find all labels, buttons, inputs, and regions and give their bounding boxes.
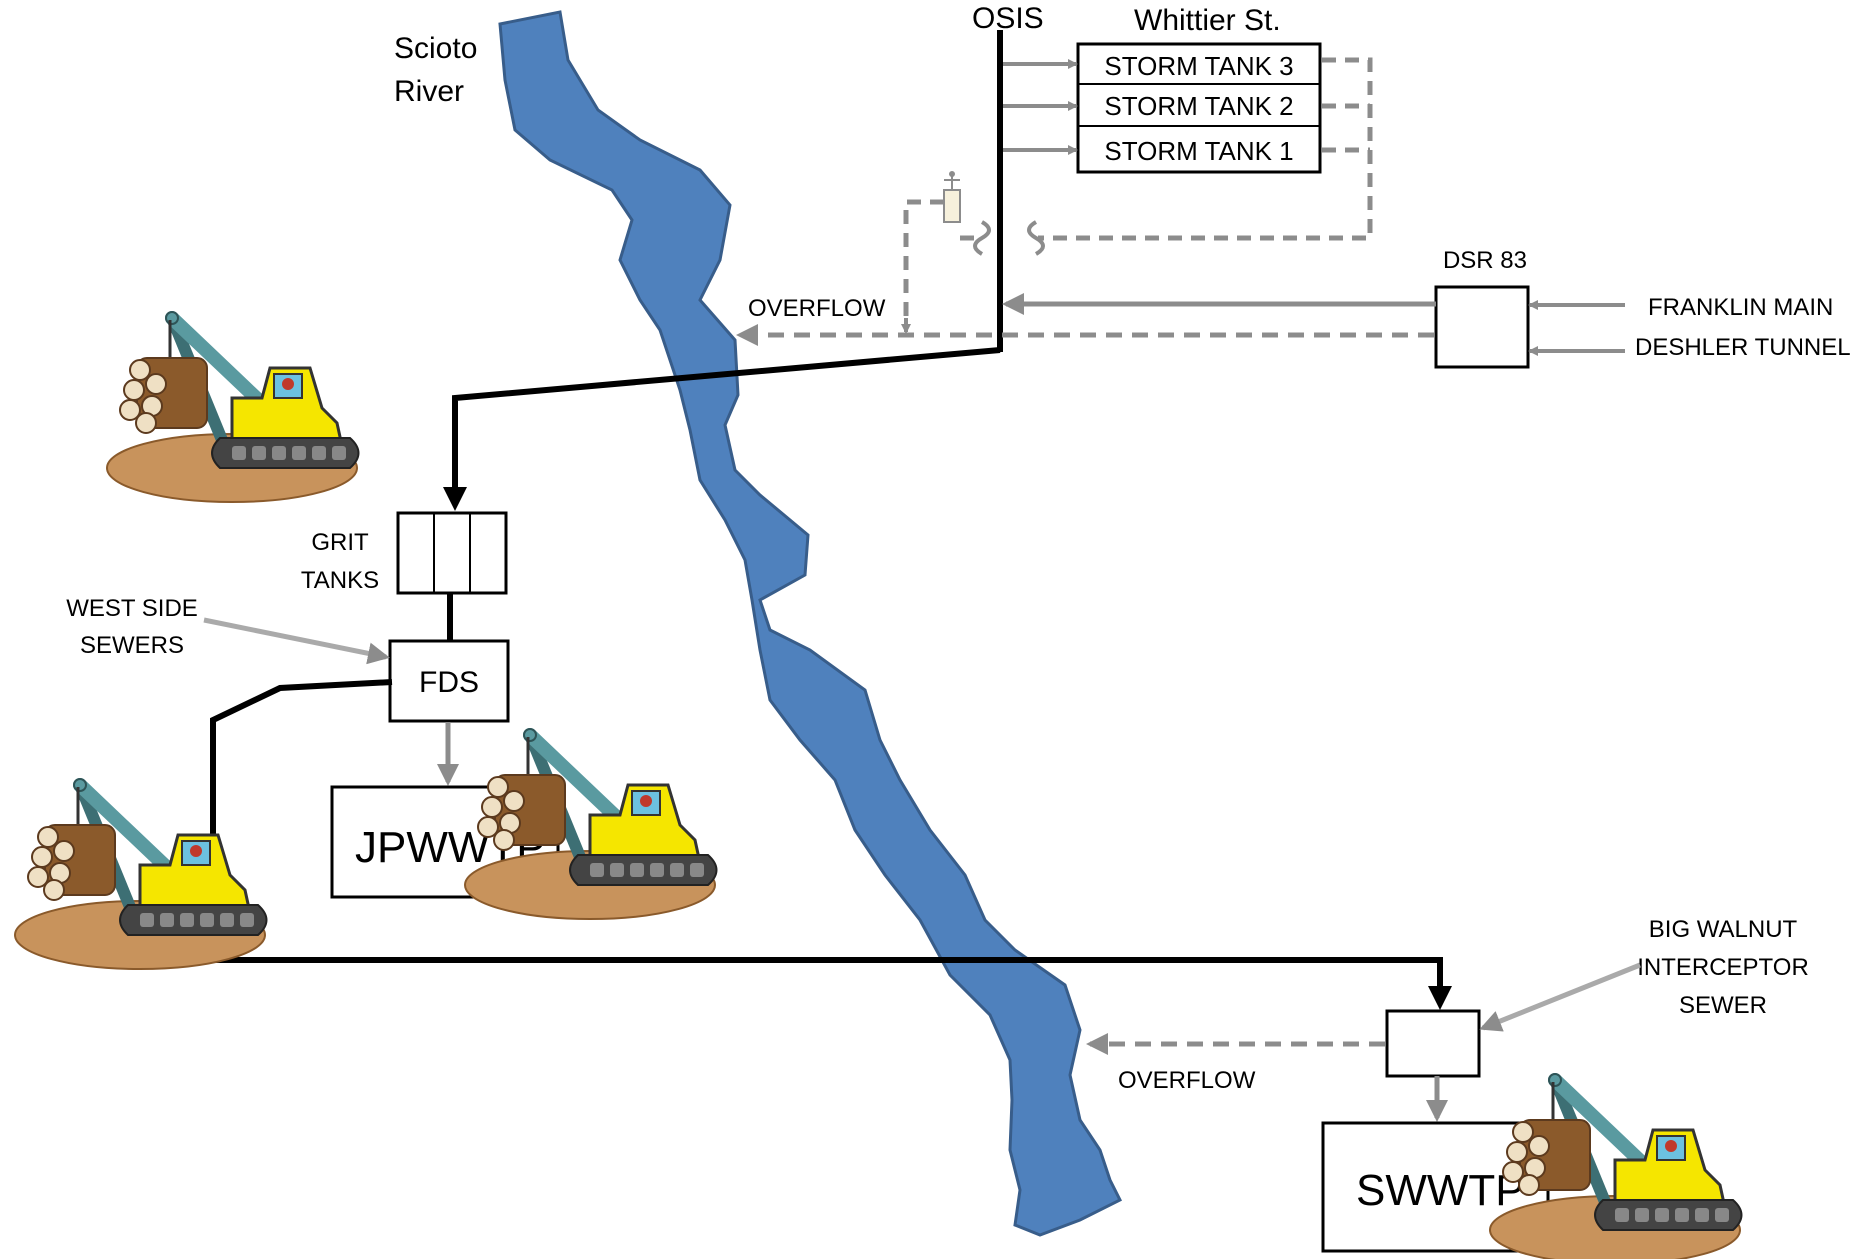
franklin-main-label: FRANKLIN MAIN	[1648, 294, 1833, 321]
fds-label: FDS	[419, 666, 479, 699]
big-walnut-label-3: SEWER	[1679, 992, 1767, 1019]
big-walnut-label-2: INTERCEPTOR	[1637, 954, 1809, 981]
log-loader-icon	[15, 779, 267, 969]
scioto-river	[498, 10, 1123, 1237]
river-label-2: River	[394, 75, 464, 108]
overflow-label-bottom: OVERFLOW	[1118, 1067, 1256, 1094]
log-loader-icon	[465, 729, 717, 919]
dsr83-box	[1434, 285, 1530, 369]
grit-tanks	[396, 511, 508, 595]
storm-tanks: STORM TANK 3 STORM TANK 2 STORM TANK 1	[1076, 42, 1322, 174]
log-loader-icon	[1490, 1074, 1742, 1259]
storm-tank-3: STORM TANK 3	[1104, 51, 1293, 81]
deshler-tunnel-label: DESHLER TUNNEL	[1635, 334, 1851, 361]
west-side-label-2: SEWERS	[80, 632, 184, 659]
grit-label-2: TANKS	[301, 567, 379, 594]
dsr83-label: DSR 83	[1443, 247, 1527, 274]
log-loader-icon	[107, 312, 359, 502]
big-walnut-label-1: BIG WALNUT	[1649, 916, 1798, 943]
overflow-label-top: OVERFLOW	[748, 295, 886, 322]
tank-drain-lines	[1038, 57, 1373, 241]
valve-icon	[943, 171, 961, 223]
grit-label-1: GRIT	[311, 529, 369, 556]
storm-tank-1: STORM TANK 1	[1104, 136, 1293, 166]
swwtp-label: SWWTP	[1356, 1166, 1525, 1215]
junction-box	[1385, 1009, 1481, 1078]
storm-tank-2: STORM TANK 2	[1104, 91, 1293, 121]
west-side-label-1: WEST SIDE	[66, 595, 198, 622]
whittier-label: Whittier St.	[1134, 4, 1281, 37]
osis-label: OSIS	[972, 2, 1044, 35]
fds-box	[388, 639, 510, 723]
river-label-1: Scioto	[394, 32, 477, 65]
